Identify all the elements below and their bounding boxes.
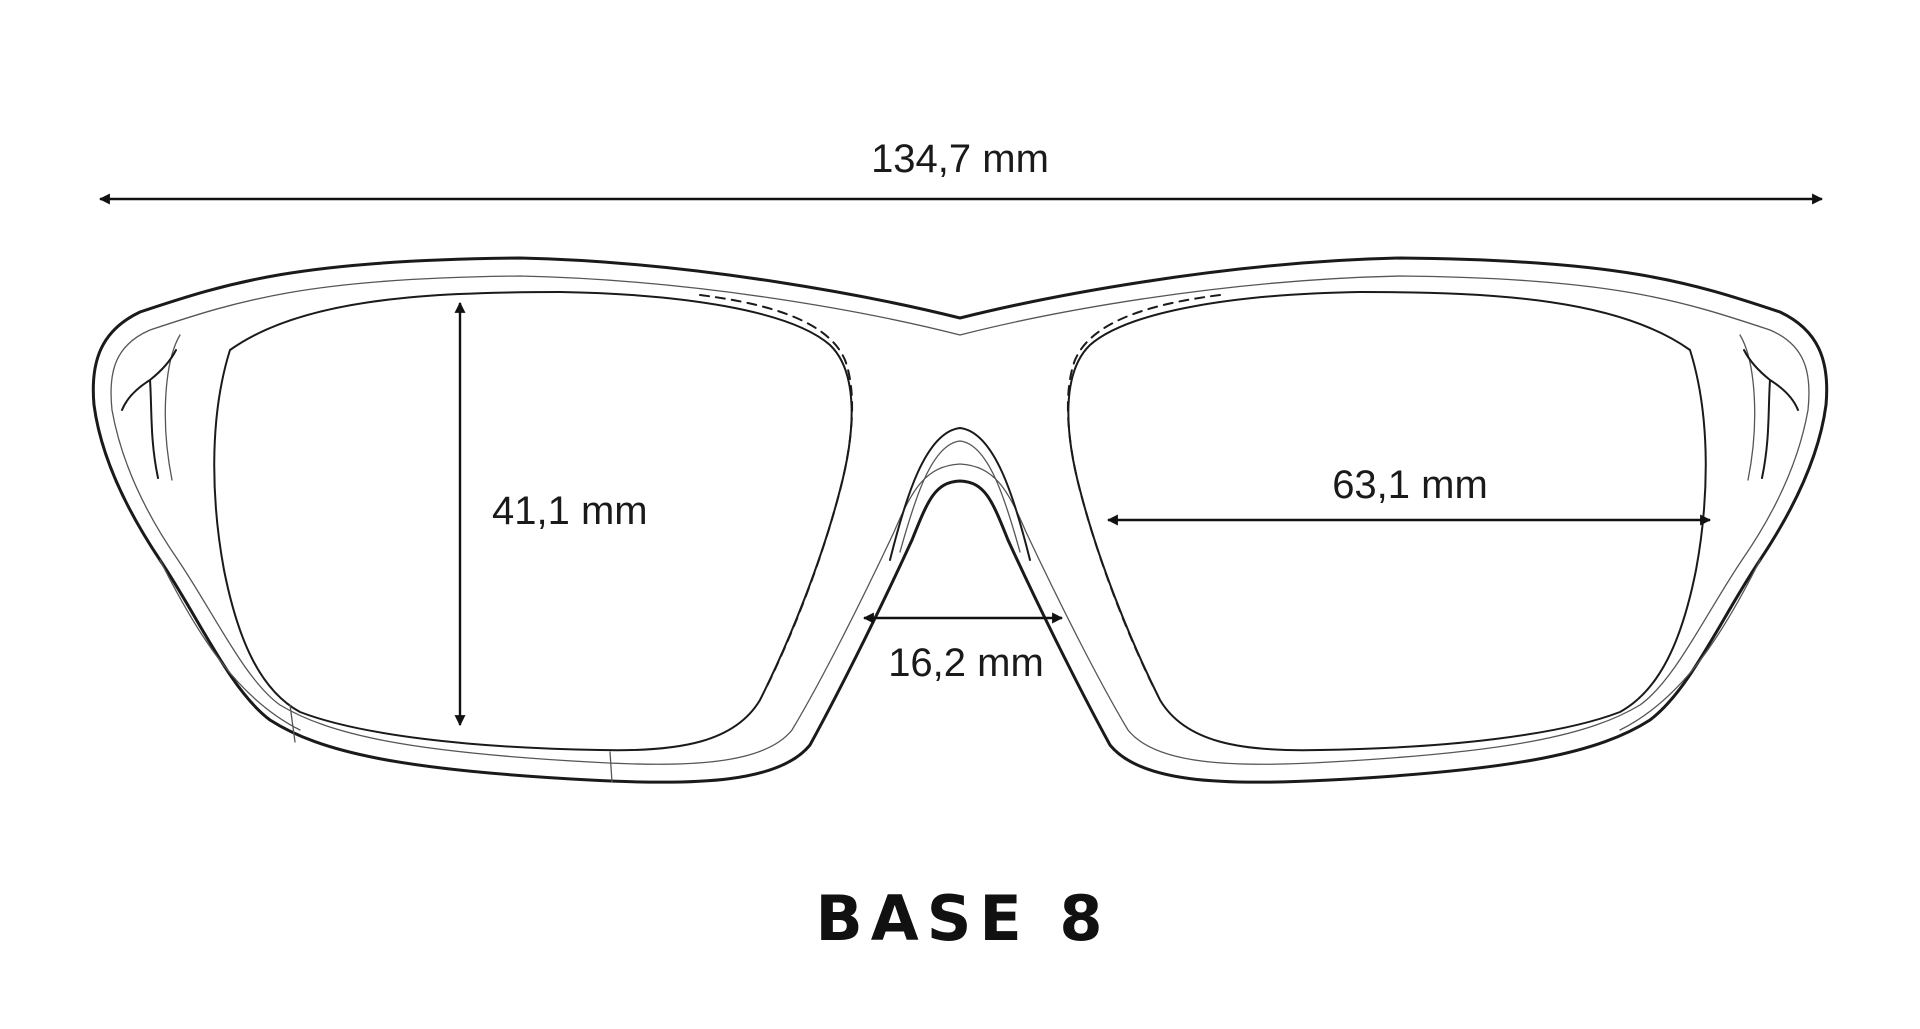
right-temple-hinge xyxy=(1739,334,1756,481)
right-inner-edge xyxy=(1619,559,1761,731)
frame-inner-rim xyxy=(110,275,1810,765)
left-lens xyxy=(213,291,853,752)
right-lens-dashed xyxy=(1066,294,1221,691)
left-lens-dashed xyxy=(699,294,854,691)
total-width-label: 134,7 mm xyxy=(871,137,1049,181)
left-lower-segment xyxy=(289,704,613,783)
lens-width-dimension: 63,1 mm xyxy=(1106,463,1712,526)
lens-height-dimension: 41,1 mm xyxy=(454,301,648,727)
left-temple-hinge xyxy=(164,334,181,481)
nose-bridge-inner xyxy=(899,440,1021,553)
right-lens xyxy=(1067,291,1707,752)
left-end-piece xyxy=(121,349,177,479)
left-inner-edge xyxy=(159,559,301,731)
base-label: BASE 8 xyxy=(816,882,1111,955)
glasses-frame xyxy=(91,256,1829,784)
bridge-width-dimension: 16,2 mm xyxy=(862,612,1064,685)
lens-width-label: 63,1 mm xyxy=(1332,463,1488,507)
lens-height-label: 41,1 mm xyxy=(492,489,648,533)
frame-outer-outline xyxy=(91,256,1829,784)
total-width-dimension: 134,7 mm xyxy=(98,137,1824,205)
right-end-piece xyxy=(1743,349,1799,479)
nose-bridge xyxy=(889,427,1031,561)
bridge-width-label: 16,2 mm xyxy=(888,641,1044,685)
